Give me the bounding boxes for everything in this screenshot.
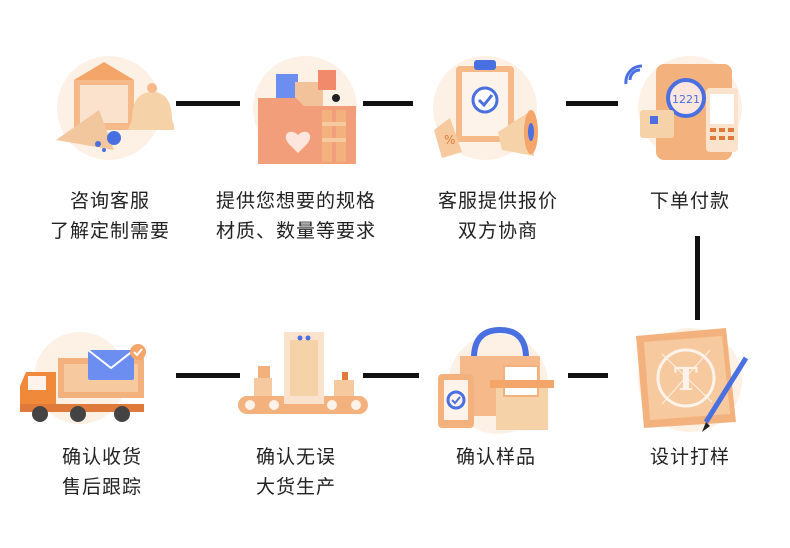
- step-label-line: 大货生产: [255, 476, 336, 498]
- connector-5-6: [568, 373, 608, 378]
- connector-3-4: [566, 101, 618, 106]
- payment-terminal-icon: 1221: [622, 40, 752, 170]
- svg-text:T: T: [674, 360, 698, 398]
- step-label-line: 确认样品: [455, 446, 536, 468]
- clipboard-megaphone-icon: %: [420, 40, 550, 170]
- step-label-2: 提供您想要的规格 材质、数量等要求: [196, 186, 396, 246]
- step-label-line: 了解定制需要: [49, 220, 170, 242]
- folder-heart-icon: [240, 40, 370, 170]
- step-label-line: 双方协商: [457, 220, 538, 242]
- step-label-line: 确认无误: [255, 446, 336, 468]
- connector-4-5: [695, 236, 700, 320]
- step-label-1: 咨询客服 了解定制需要: [10, 186, 210, 246]
- step-label-line: 确认收货: [61, 446, 142, 468]
- mail-bell-icon: [44, 40, 174, 170]
- connector-1-2: [176, 101, 240, 106]
- step-label-4: 下单付款: [590, 186, 790, 216]
- design-blueprint-icon: T: [622, 310, 752, 440]
- step-label-8: 确认收货 售后跟踪: [2, 442, 202, 502]
- shopping-bag-icon: [430, 318, 560, 448]
- step-label-6: 确认样品: [396, 442, 596, 472]
- step-label-line: 材质、数量等要求: [215, 220, 376, 242]
- step-label-3: 客服提供报价 双方协商: [398, 186, 598, 246]
- step-label-line: 咨询客服: [69, 190, 150, 212]
- terminal-number: 1221: [672, 93, 700, 106]
- step-label-line: 售后跟踪: [61, 476, 142, 498]
- step-label-line: 客服提供报价: [437, 190, 558, 212]
- step-label-line: 设计打样: [649, 446, 730, 468]
- connector-7-8: [176, 373, 240, 378]
- step-label-7: 确认无误 大货生产: [196, 442, 396, 502]
- step-label-5: 设计打样: [590, 442, 790, 472]
- connector-2-3: [363, 101, 413, 106]
- svg-text:%: %: [444, 133, 455, 147]
- production-line-icon: [238, 318, 368, 448]
- step-label-line: 下单付款: [649, 190, 730, 212]
- step-label-line: 提供您想要的规格: [215, 190, 376, 212]
- connector-6-7: [363, 373, 419, 378]
- delivery-truck-icon: [18, 318, 148, 448]
